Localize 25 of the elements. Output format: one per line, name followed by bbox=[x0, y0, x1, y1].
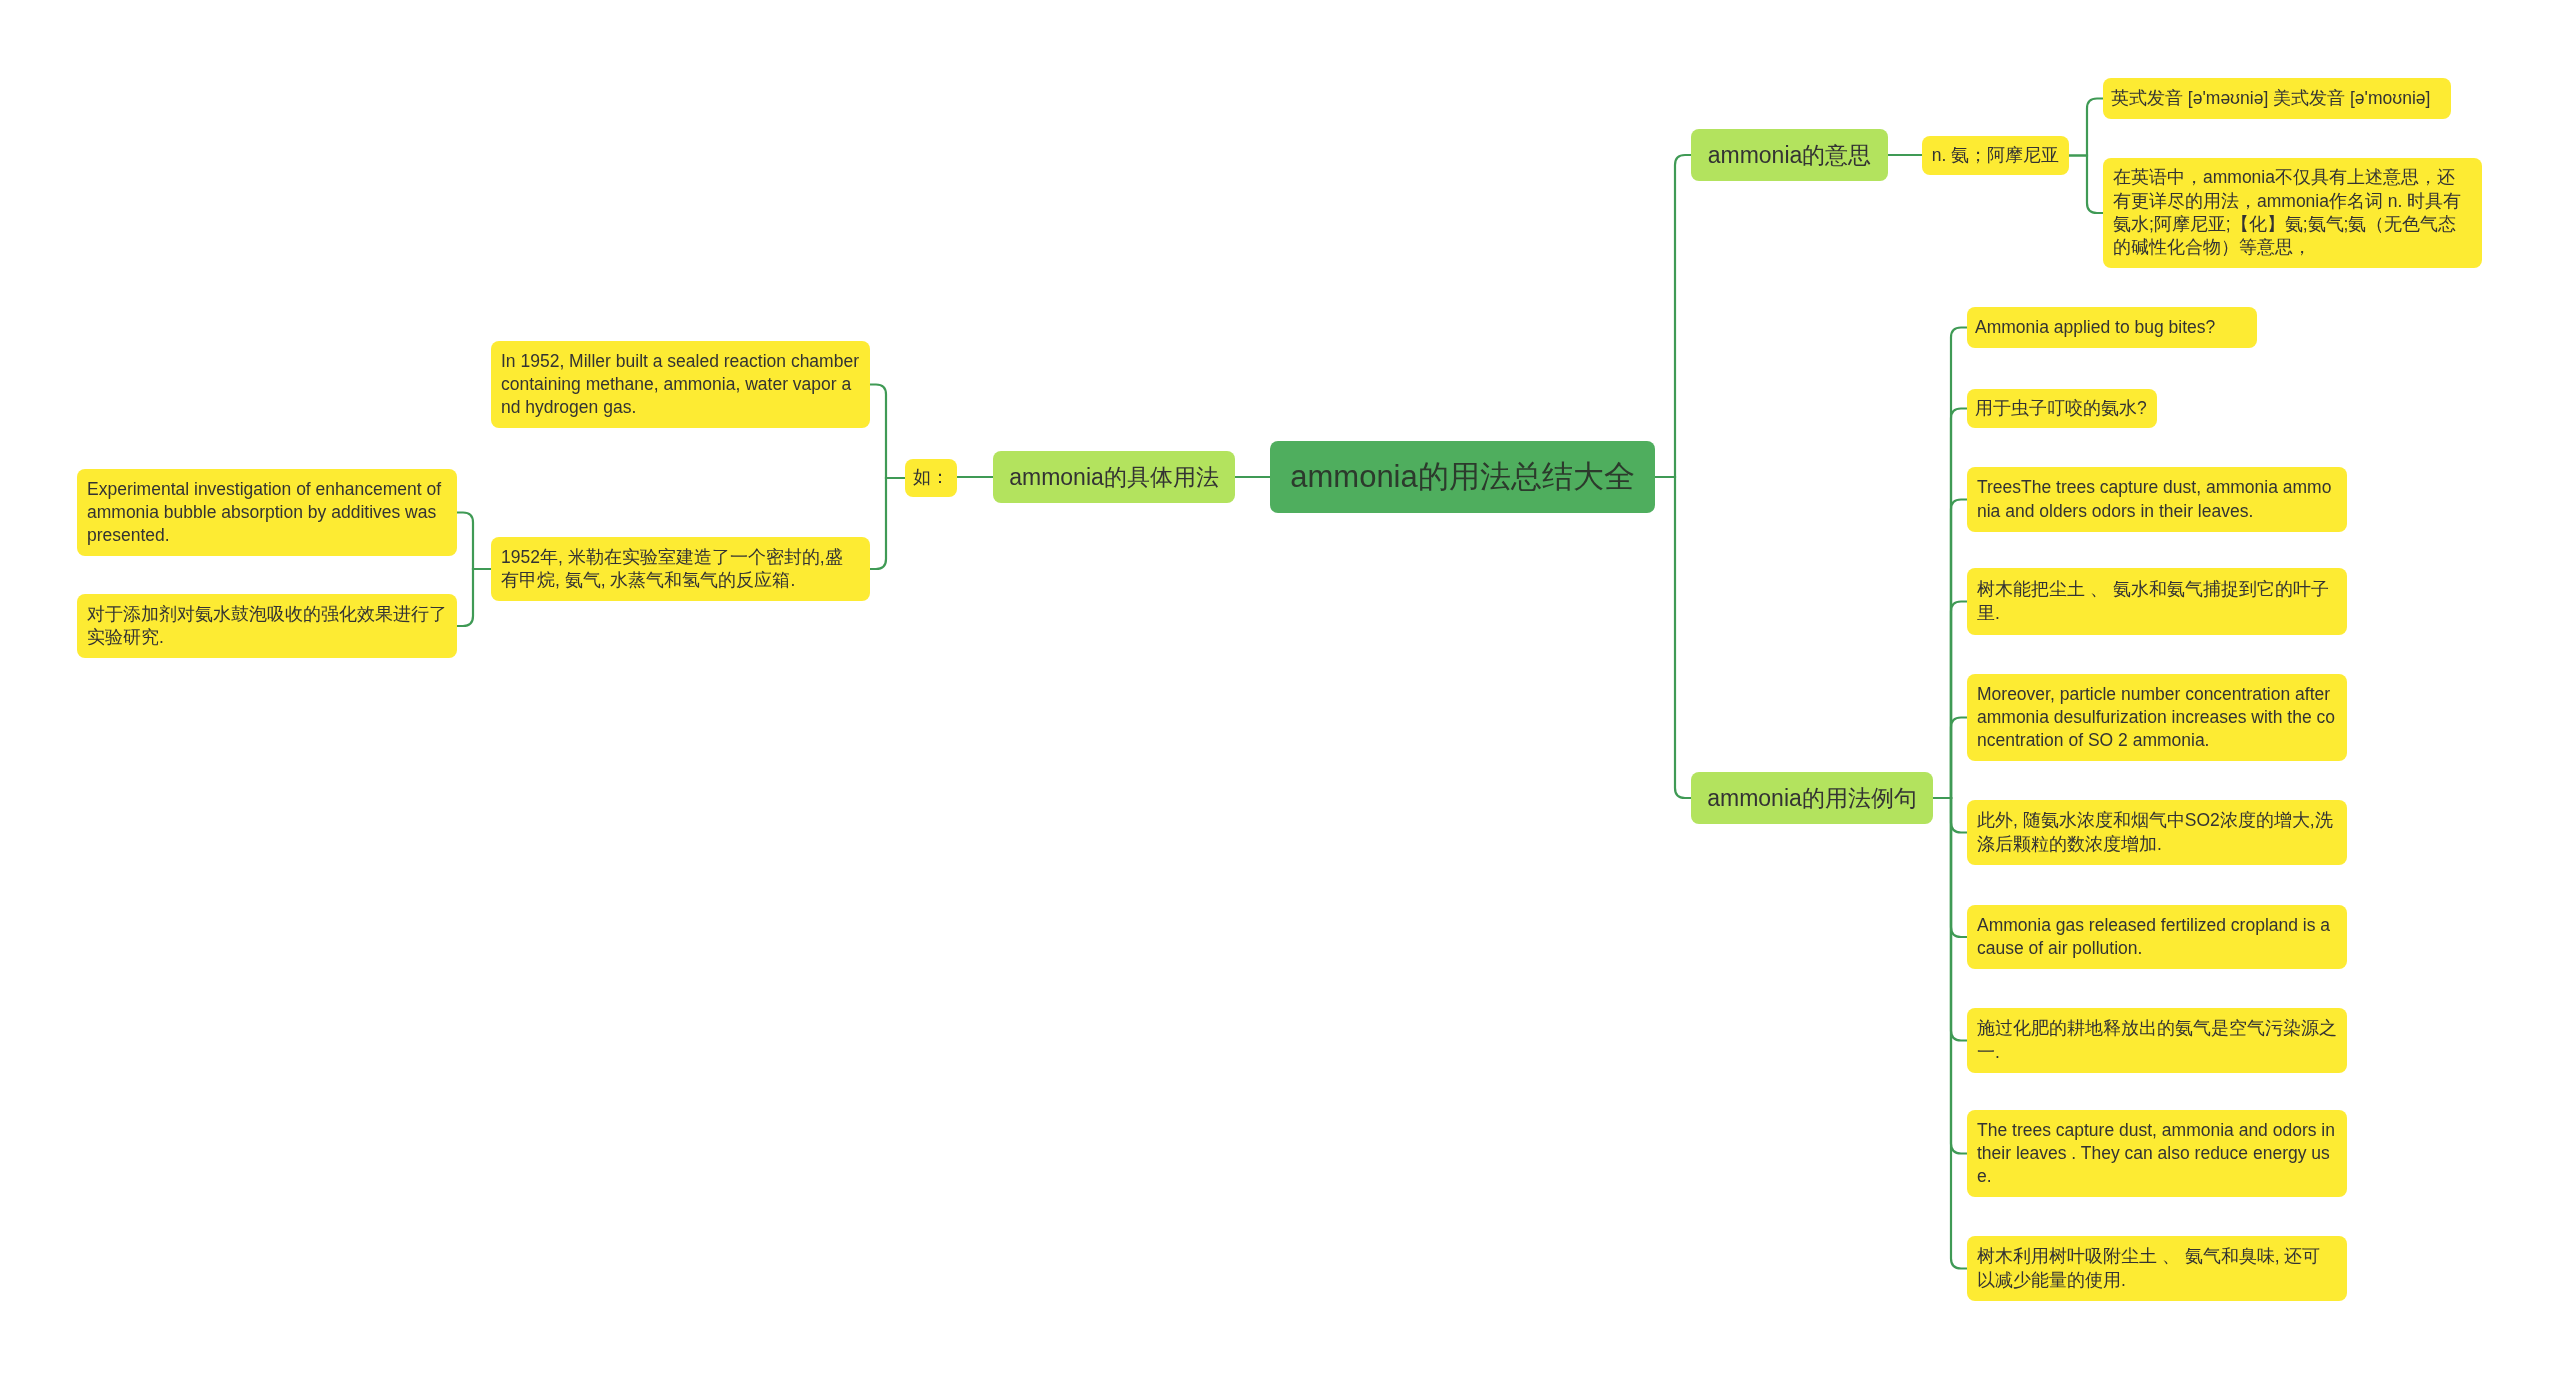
connector-line bbox=[1235, 475, 1270, 479]
note-box: n. 氨；阿摩尼亚 bbox=[1922, 136, 2069, 175]
topic-box: ammonia的用法例句 bbox=[1691, 772, 1933, 824]
note-box: In 1952, Miller built a sealed reaction chamber containing methane, ammonia, water vapor and hydrogen gas. bbox=[491, 341, 870, 428]
note-box: 用于虫子叮咬的氨水? bbox=[1967, 389, 2157, 428]
note-box: 树木能把尘土 、 氨水和氨气捕捉到它的叶子里. bbox=[1967, 568, 2347, 635]
note-box: Ammonia gas released fertilized cropland is a cause of air pollution. bbox=[1967, 905, 2347, 969]
note-box: Moreover, particle number concentration after ammonia desulfurization increases with the concentration of SO 2 ammonia. bbox=[1967, 674, 2347, 761]
note-box: 此外, 随氨水浓度和烟气中SO2浓度的增大,洗涤后颗粒的数浓度增加. bbox=[1967, 800, 2347, 865]
note-box: 施过化肥的耕地释放出的氨气是空气污染源之一. bbox=[1967, 1008, 2347, 1073]
note-box: 英式发音 [ə'məʊniə] 美式发音 [ə'moʊniə] bbox=[2103, 78, 2451, 119]
connector-line bbox=[957, 475, 993, 479]
note-box: The trees capture dust, ammonia and odors in their leaves . They can also reduce energy use. bbox=[1967, 1110, 2347, 1197]
connector-line bbox=[1888, 153, 1922, 157]
note-box: 1952年, 米勒在实验室建造了一个密封的,盛有甲烷, 氨气, 水蒸气和氢气的反应箱. bbox=[491, 537, 870, 601]
topic-box: ammonia的具体用法 bbox=[993, 451, 1235, 503]
note-box: Ammonia applied to bug bites? bbox=[1967, 307, 2257, 348]
note-box: 在英语中，ammonia不仅具有上述意思，还有更详尽的用法，ammonia作名词 n. 时具有氨水;阿摩尼亚;【化】氨;氨气;氨（无色气态的碱性化合物）等意思， bbox=[2103, 158, 2482, 268]
root-topic-box: ammonia的用法总结大全 bbox=[1270, 441, 1655, 513]
note-box: 树木利用树叶吸附尘土 、 氨气和臭味, 还可以减少能量的使用. bbox=[1967, 1236, 2347, 1301]
topic-box: ammonia的意思 bbox=[1691, 129, 1888, 181]
note-box: 对于添加剂对氨水鼓泡吸收的强化效果进行了实验研究. bbox=[77, 594, 457, 658]
note-box: TreesThe trees capture dust, ammonia ammonia and olders odors in their leaves. bbox=[1967, 467, 2347, 532]
note-box: 如： bbox=[905, 459, 957, 497]
note-box: Experimental investigation of enhancement of ammonia bubble absorption by additives was presented. bbox=[77, 469, 457, 556]
